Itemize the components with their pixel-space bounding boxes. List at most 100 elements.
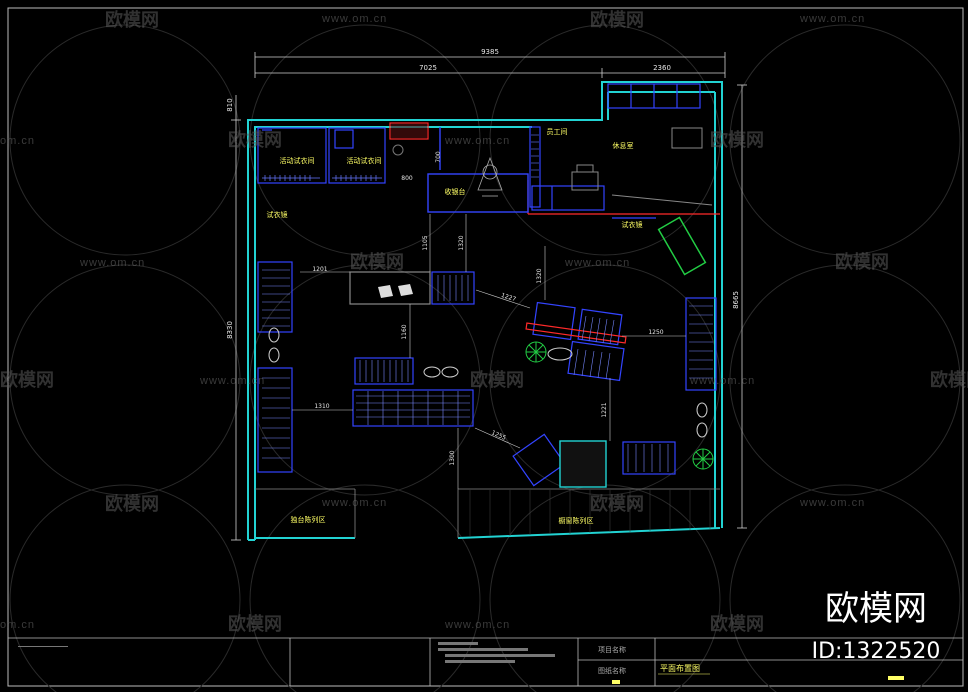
left-wall-rack [257, 261, 293, 473]
dim-left-width: 7025 [419, 64, 437, 72]
cashier-chair [477, 156, 503, 197]
label-cashier: 收银台 [445, 187, 466, 196]
watermark-url: www.om.cn [689, 375, 755, 387]
watermark-url: www.om.cn [321, 497, 387, 509]
cashier-area [427, 127, 529, 213]
dim-1105: 1105 [422, 235, 429, 250]
label-fitting-room-1: 活动试衣间 [280, 156, 315, 165]
dim-1201: 1201 [312, 266, 327, 273]
equipment-fill [391, 124, 427, 138]
watermark-url: www.om.cn [199, 375, 265, 387]
label-table-display: 独台陈列区 [291, 515, 326, 524]
watermark-url: om.cn [0, 135, 35, 147]
watermark-urls: www.om.cn www.om.cn om.cn www.om.cn www.… [0, 13, 865, 631]
dim-800: 800 [401, 175, 413, 182]
watermark-brand: 欧模网 [930, 369, 968, 391]
right-floor-lamps [696, 402, 708, 438]
front-table [349, 271, 431, 305]
dim-left-height: 8330 [226, 321, 234, 339]
sink-icon [392, 144, 404, 156]
watermark-url: om.cn [0, 619, 35, 631]
watermark-brand: 欧模网 [590, 9, 644, 31]
watermark-brand: 欧模网 [105, 493, 159, 515]
right-rack-slats [689, 305, 713, 379]
title-drawing-name-label: 图纸名称 [598, 666, 626, 675]
dim-700: 700 [435, 151, 442, 163]
dim-right-height: 8665 [732, 291, 740, 309]
dim-1310: 1310 [314, 403, 329, 410]
window-display-zone [255, 488, 720, 538]
walls [247, 81, 723, 541]
fitting-rooms [257, 127, 386, 184]
window-units [607, 83, 701, 109]
fitting-room-hangers [262, 175, 382, 181]
watermark-brand: 欧模网 [710, 613, 764, 635]
watermark-big-logo: 欧模网 [825, 589, 927, 629]
left-rack-slats [262, 269, 290, 459]
watermark-url: www.om.cn [321, 13, 387, 25]
watermark-brand: 欧模网 [228, 129, 282, 151]
center-rack-slats [356, 360, 470, 425]
watermark-brand: 欧模网 [350, 251, 404, 273]
watermark-brand: 欧模网 [105, 9, 159, 31]
title-drawing-name-value: 平面布置图 [660, 663, 700, 673]
title-block-fills [18, 642, 555, 663]
title-project-name-label: 项目名称 [598, 645, 626, 654]
inner-dimension-lines [292, 214, 686, 489]
watermark-url: www.om.cn [799, 497, 865, 509]
drawing-frame [7, 7, 964, 687]
front-rack-slats [437, 275, 469, 301]
overall-dimensions [231, 52, 747, 541]
label-fitting-room-2: 活动试衣间 [347, 156, 382, 165]
plant-icon-2 [692, 448, 714, 470]
dim-overall-width: 9385 [481, 48, 499, 56]
watermark-url: www.om.cn [444, 619, 510, 631]
dim-1227: 1227 [500, 292, 517, 303]
dim-right-width: 2360 [653, 64, 671, 72]
dim-1250: 1250 [648, 329, 663, 336]
title-marker [612, 680, 620, 684]
label-lounge: 休息室 [613, 141, 634, 150]
label-window-display: 橱窗陈列区 [559, 516, 594, 525]
dim-1221: 1221 [601, 402, 608, 417]
center-rack [352, 357, 474, 427]
plant-icon-1 [525, 341, 547, 363]
watermark-url: www.om.cn [799, 13, 865, 25]
lounge-furniture [571, 127, 713, 206]
watermark-brand: 欧模网 [590, 493, 644, 515]
watermark-url: www.om.cn [564, 257, 630, 269]
dim-1320b: 1320 [536, 268, 543, 283]
staff-room-pattern [531, 134, 539, 178]
left-floor-lamps [268, 327, 280, 363]
watermark-brand: 欧模网 [228, 613, 282, 635]
title-block [8, 637, 963, 686]
dim-1300: 1300 [449, 450, 456, 465]
watermark-arcs [9, 24, 961, 692]
watermark-url: www.om.cn [444, 135, 510, 147]
watermark-brands: 欧模网 欧模网 欧模网 欧模网 欧模网 欧模网 欧模网 欧模网 欧模网 欧模网 … [0, 9, 968, 635]
front-rack [431, 271, 475, 305]
front-table-items [378, 284, 413, 298]
dim-top-offset: 810 [226, 98, 234, 111]
label-mirror-right: 试衣镜 [622, 220, 643, 229]
watermark-id: ID:1322520 [812, 639, 941, 664]
title-marker [888, 676, 904, 680]
watermark-brand: 欧模网 [710, 129, 764, 151]
dim-1160: 1160 [401, 324, 408, 339]
center-stools [423, 366, 459, 378]
watermark-url: www.om.cn [79, 257, 145, 269]
right-wall-rack [685, 297, 717, 391]
green-display-stand [657, 216, 707, 276]
dim-1320: 1320 [458, 235, 465, 250]
dim-1255: 1255 [490, 429, 507, 442]
watermark-brand: 欧模网 [470, 369, 524, 391]
window-hatch [469, 490, 711, 537]
label-mirror-left: 试衣镜 [267, 210, 288, 219]
angled-display-slats [573, 315, 615, 380]
display-pedestal [559, 440, 607, 488]
watermark-brand: 欧模网 [0, 369, 54, 391]
staff-room [529, 126, 605, 211]
ottoman-icon [547, 347, 573, 361]
lower-display [512, 433, 676, 487]
